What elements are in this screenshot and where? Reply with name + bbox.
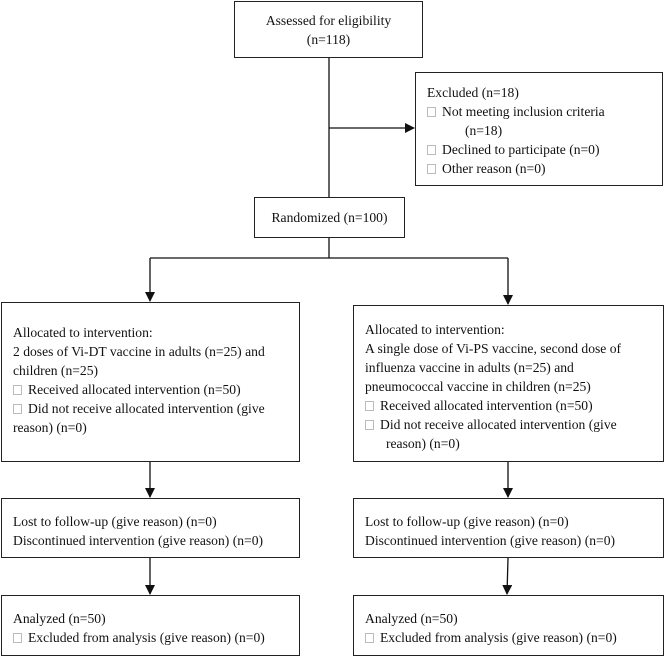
right-followup-box: Lost to follow-up (give reason) (n=0) Di… — [353, 498, 664, 558]
left-not-received: Did not receive allocated intervention (… — [13, 399, 299, 418]
right-allocation-box: Allocated to intervention: A single dose… — [353, 305, 664, 462]
checkbox-icon — [13, 633, 22, 643]
left-analyzed-box: Analyzed (n=50) Excluded from analysis (… — [1, 595, 300, 656]
left-allocation-desc: 2 doses of Vi-DT vaccine in adults (n=25… — [13, 344, 265, 359]
left-allocation-box: Allocated to intervention: 2 doses of Vi… — [1, 302, 300, 462]
right-lost-to-followup: Lost to follow-up (give reason) (n=0) — [365, 514, 569, 529]
left-lost-to-followup: Lost to follow-up (give reason) (n=0) — [13, 514, 217, 529]
right-analyzed-title: Analyzed (n=50) — [365, 611, 458, 626]
checkbox-icon — [365, 401, 374, 411]
left-discontinued: Discontinued intervention (give reason) … — [13, 533, 264, 548]
right-allocation-desc: A single dose of Vi-PS vaccine, second d… — [365, 341, 622, 356]
checkbox-icon — [13, 404, 22, 414]
right-not-received-cont: reason) (n=0) — [386, 436, 460, 451]
left-not-received-cont: reason) (n=0) — [13, 420, 87, 435]
left-received: Received allocated intervention (n=50) — [13, 380, 299, 399]
right-analyzed-box: Analyzed (n=50) Excluded from analysis (… — [353, 595, 664, 656]
checkbox-icon — [427, 107, 436, 117]
left-allocation-desc-cont: children (n=25) — [13, 363, 99, 378]
randomized-box: Randomized (n=100) — [254, 197, 405, 238]
excluded-item-other: Other reason (n=0) — [427, 159, 662, 178]
right-excluded-from-analysis: Excluded from analysis (give reason) (n=… — [365, 628, 663, 647]
right-not-received: Did not receive allocated intervention (… — [365, 415, 663, 434]
right-received: Received allocated intervention (n=50) — [365, 396, 663, 415]
excluded-title: Excluded (n=18) — [427, 85, 519, 100]
assessed-box: Assessed for eligibility (n=118) — [234, 1, 423, 58]
checkbox-icon — [365, 420, 374, 430]
assessed-count: (n=118) — [306, 32, 351, 47]
left-analyzed-title: Analyzed (n=50) — [13, 611, 106, 626]
right-allocation-desc-cont: influenza vaccine in adults (n=25) and — [365, 360, 574, 375]
left-followup-box: Lost to follow-up (give reason) (n=0) Di… — [1, 498, 300, 558]
checkbox-icon — [13, 385, 22, 395]
randomized-label: Randomized (n=100) — [271, 210, 388, 225]
left-allocation-title: Allocated to intervention: — [13, 325, 153, 340]
checkbox-icon — [427, 164, 436, 174]
excluded-box: Excluded (n=18) Not meeting inclusion cr… — [415, 72, 663, 186]
assessed-label: Assessed for eligibility — [265, 13, 392, 28]
excluded-item-inclusion: Not meeting inclusion criteria — [427, 102, 662, 121]
right-allocation-title: Allocated to intervention: — [365, 322, 505, 337]
excluded-item-inclusion-count: (n=18) — [465, 123, 503, 138]
excluded-item-declined: Declined to participate (n=0) — [427, 140, 662, 159]
right-discontinued: Discontinued intervention (give reason) … — [365, 533, 616, 548]
right-allocation-desc-cont2: pneumococcal vaccine in children (n=25) — [365, 379, 591, 394]
checkbox-icon — [365, 633, 374, 643]
left-excluded-from-analysis: Excluded from analysis (give reason) (n=… — [13, 628, 299, 647]
checkbox-icon — [427, 145, 436, 155]
arrow-to-right-analyzed — [502, 557, 513, 595]
